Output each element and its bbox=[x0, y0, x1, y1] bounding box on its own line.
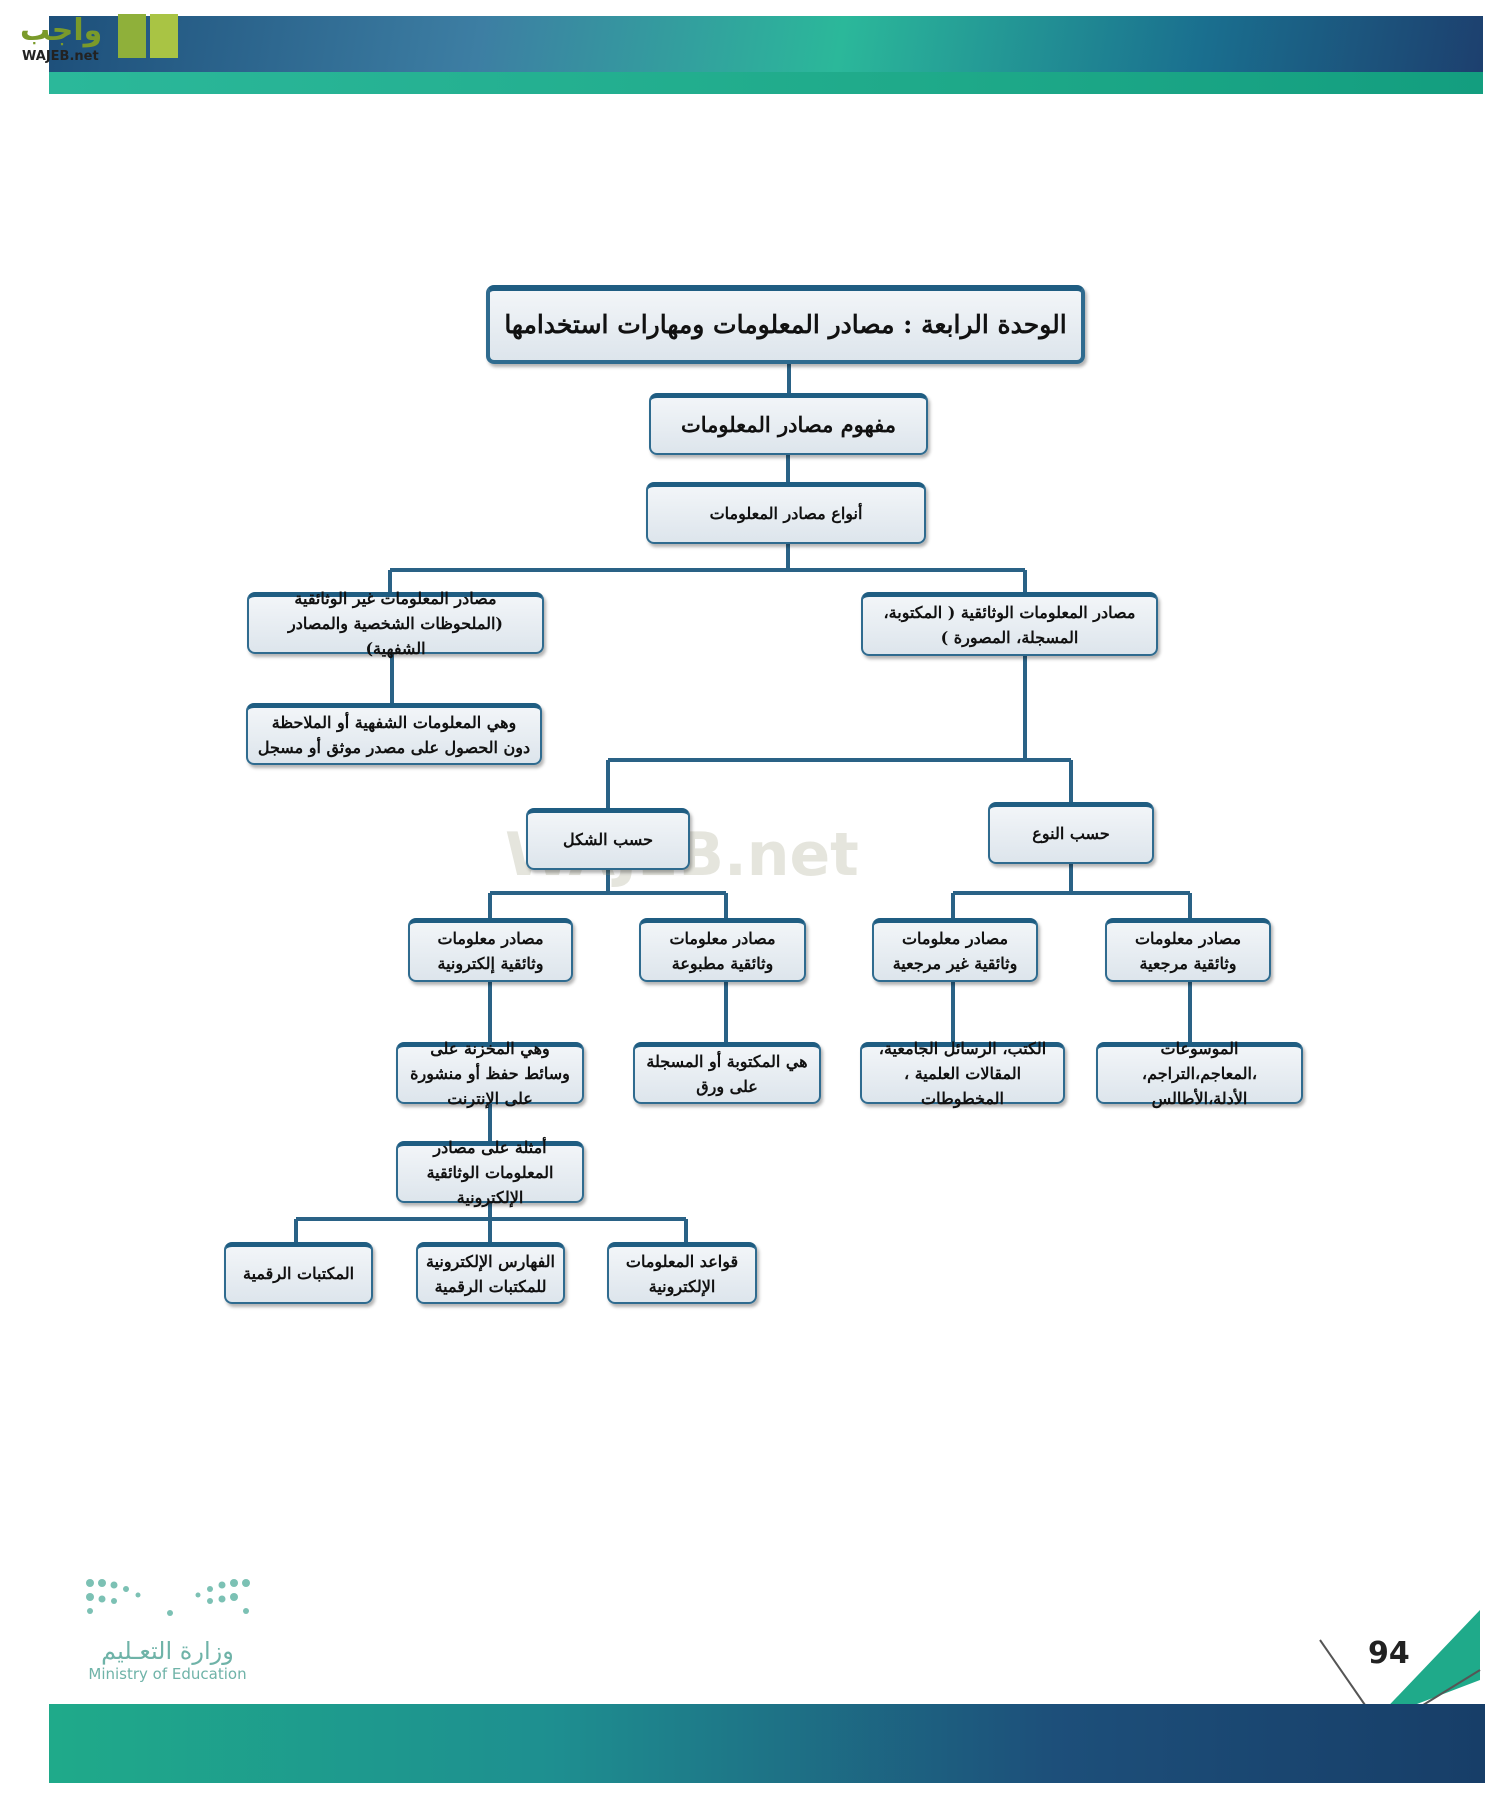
svg-text:WAJEB.net: WAJEB.net bbox=[22, 49, 99, 64]
reference-desc-box: الموسوعات ،المعاجم،التراجم، الأدلة،الأطا… bbox=[1096, 1039, 1303, 1108]
ministry-name-ar: وزارة التعـليم bbox=[101, 1637, 234, 1665]
page-number: 94 bbox=[1368, 1636, 1410, 1671]
printed-box: مصادر معلومات وثائقية مطبوعة bbox=[639, 918, 806, 982]
electronic-catalogs-box: الفهارس الإلكترونية للمكتبات الرقمية bbox=[416, 1242, 565, 1304]
ministry-name-en: Ministry of Education bbox=[88, 1665, 247, 1683]
types-box: أنواع مصادر المعلومات bbox=[646, 482, 926, 544]
non-documentary-desc-box: وهي المعلومات الشفهية أو الملاحظة دون ال… bbox=[246, 703, 542, 765]
footer-band bbox=[49, 1704, 1485, 1783]
printed-desc-box: هي المكتوبة أو المسجلة على ورق bbox=[633, 1042, 821, 1104]
electronic-box: مصادر معلومات وثائقية إلكترونية bbox=[408, 918, 573, 982]
by-type-box: حسب النوع bbox=[988, 802, 1154, 864]
non-documentary-box: مصادر المعلومات غير الوثائقية (الملحوظات… bbox=[247, 589, 544, 658]
examples-box: أمثلة على مصادر المعلومات الوثائقية الإل… bbox=[396, 1138, 584, 1207]
unit-title: الوحدة الرابعة : مصادر المعلومات ومهارات… bbox=[486, 285, 1085, 364]
reference-box: مصادر معلومات وثائقية مرجعية bbox=[1105, 918, 1271, 982]
header-band bbox=[49, 16, 1483, 94]
ministry-dots-icon bbox=[86, 1579, 250, 1616]
ministry-logo: وزارة التعـليم Ministry of Education bbox=[80, 1573, 255, 1683]
non-reference-desc-box: الكتب، الرسائل الجامعية، المقالات العلمي… bbox=[860, 1039, 1065, 1108]
documentary-box: مصادر المعلومات الوثائقية ( المكتوبة، ال… bbox=[861, 592, 1158, 656]
by-form-box: حسب الشكل bbox=[526, 808, 690, 870]
page-corner-decoration bbox=[1319, 1610, 1481, 1720]
electronic-databases-box: قواعد المعلومات الإلكترونية bbox=[607, 1242, 757, 1304]
digital-libraries-box: المكتبات الرقمية bbox=[224, 1242, 373, 1304]
concept-box: مفهوم مصادر المعلومات bbox=[649, 393, 928, 455]
electronic-desc-box: وهي المخزنة على وسائط حفظ أو منشورة على … bbox=[396, 1039, 584, 1108]
non-reference-box: مصادر معلومات وثائقية غير مرجعية bbox=[872, 918, 1038, 982]
wajeb-logo: واجب WAJEB.net bbox=[10, 6, 190, 66]
svg-text:واجب: واجب bbox=[20, 13, 102, 48]
